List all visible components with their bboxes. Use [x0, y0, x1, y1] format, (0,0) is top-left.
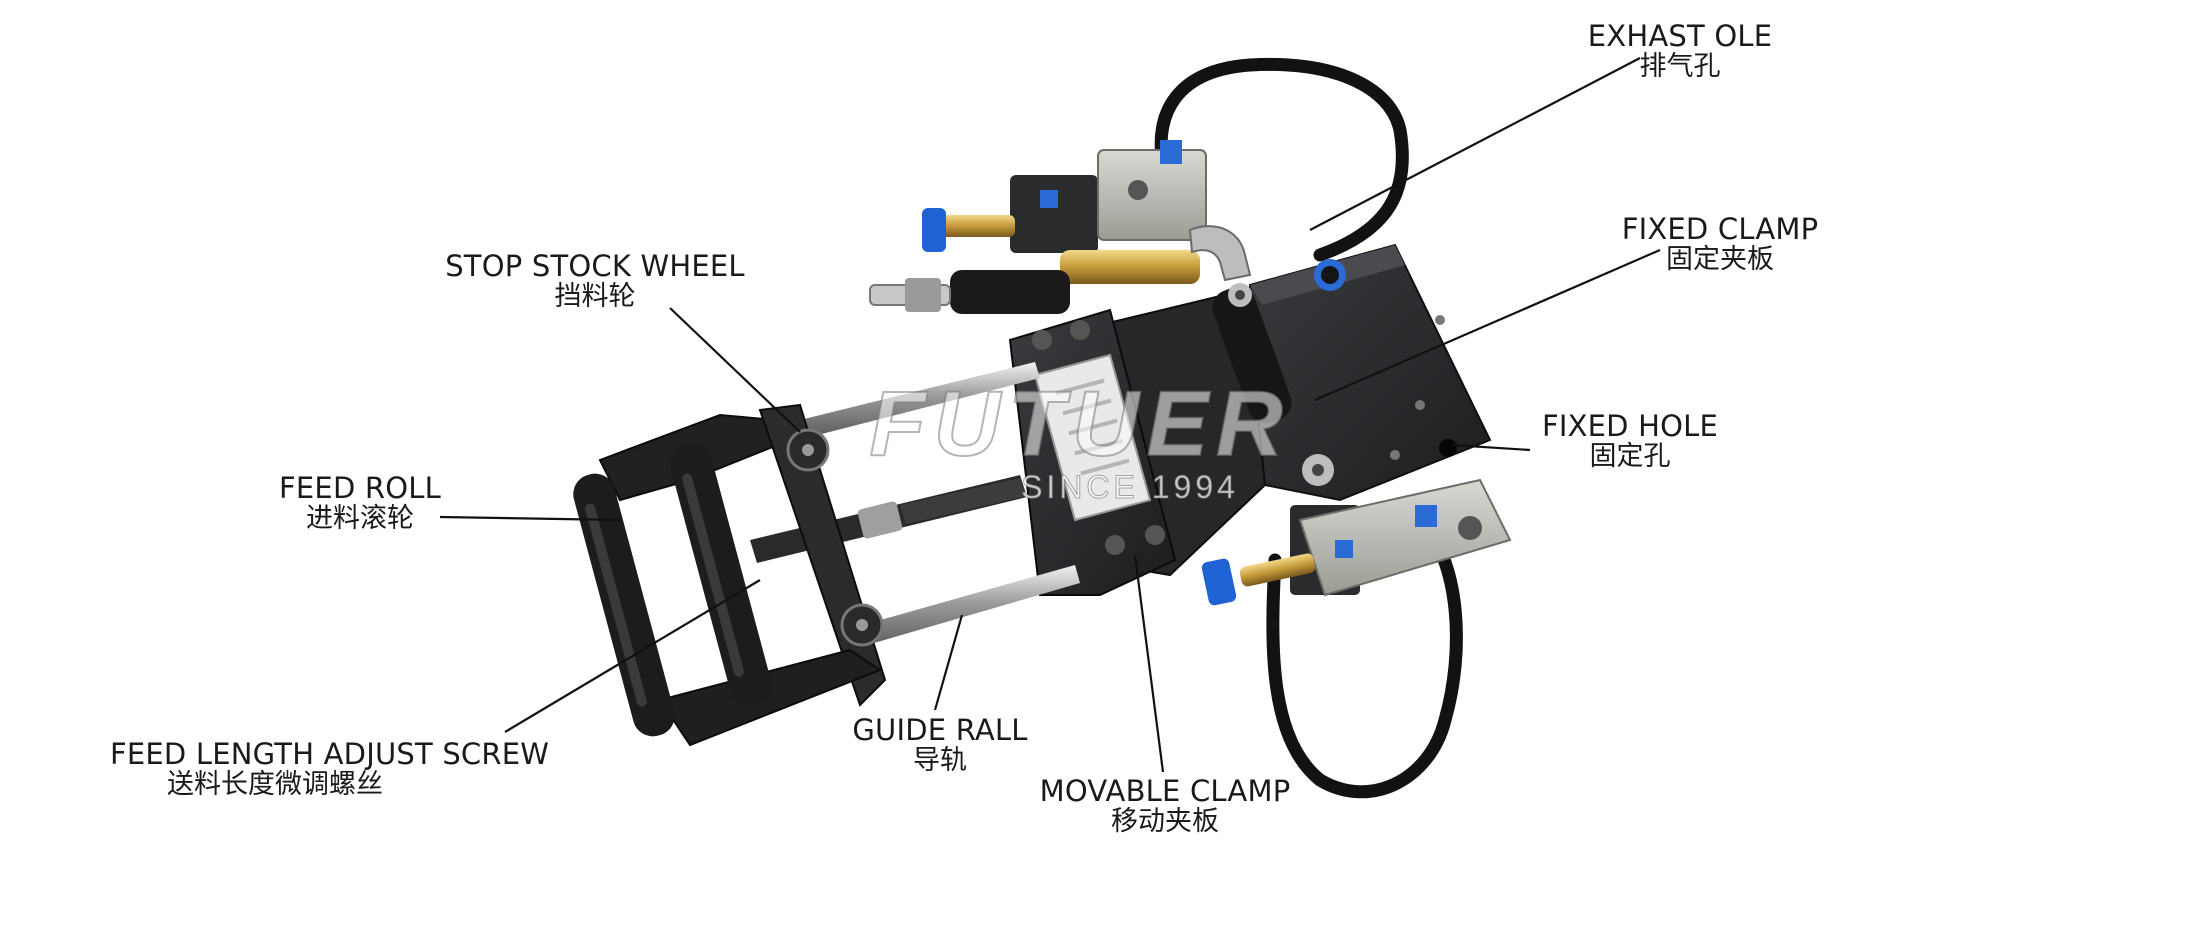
leader-feed-length-adjust-screw: [504, 579, 761, 733]
callout-stop-stock-wheel-en: STOP STOCK WHEEL: [445, 249, 745, 283]
callout-guide-rall: GUIDE RALL 导轨: [840, 714, 1040, 777]
callout-fixed-clamp: FIXED CLAMP 固定夹板: [1600, 213, 1840, 276]
stop-stock-wheel-bottom: [840, 603, 884, 647]
nameplate: [1033, 353, 1152, 522]
guide-rod-upper: [800, 362, 1040, 438]
callout-stop-stock-wheel: STOP STOCK WHEEL 挡料轮: [440, 250, 750, 313]
leader-guide-rall: [933, 614, 964, 711]
callout-exhaust-hole-zh: 排气孔: [1639, 51, 1721, 83]
callout-movable-clamp-zh: 移动夹板: [1111, 806, 1219, 838]
feed-roll-right: [670, 443, 772, 707]
callout-feed-roll: FEED ROLL 进料滚轮: [270, 472, 450, 535]
watermark: FUTUER SINCE 1994: [868, 372, 1290, 506]
leader-fixed-hole: [1451, 443, 1531, 452]
callout-guide-rall-en: GUIDE RALL: [852, 713, 1028, 747]
stop-stock-wheel-top: [786, 428, 830, 472]
guide-rod-lower: [845, 565, 1080, 650]
leader-fixed-clamp: [1314, 248, 1661, 402]
callout-exhaust-hole-en: EXHAST OLE: [1587, 19, 1773, 53]
top-solenoid-valve: [869, 140, 1252, 314]
front-frame: [573, 403, 887, 747]
callout-guide-rall-zh: 导轨: [913, 745, 967, 777]
callout-exhaust-hole: EXHAST OLE 排气孔: [1580, 20, 1780, 83]
callout-movable-clamp: MOVABLE CLAMP 移动夹板: [1030, 775, 1300, 838]
air-hose-bottom: [1266, 513, 1463, 799]
callout-feed-length-adjust-screw-en: FEED LENGTH ADJUST SCREW: [110, 737, 550, 771]
callout-fixed-hole-zh: 固定孔: [1589, 441, 1671, 473]
callout-feed-length-adjust-screw-zh: 送料长度微调螺丝: [167, 769, 383, 801]
feed-roll-left: [573, 473, 675, 737]
watermark-since: SINCE 1994: [1021, 469, 1239, 505]
callout-fixed-clamp-en: FIXED CLAMP: [1621, 212, 1819, 246]
leader-feed-roll: [439, 515, 621, 522]
air-hose-top: [1154, 57, 1409, 262]
watermark-brand: FUTUER: [869, 373, 1290, 475]
leader-stop-stock-wheel: [669, 307, 801, 433]
callout-feed-length-adjust-screw: FEED LENGTH ADJUST SCREW 送料长度微调螺丝: [110, 737, 550, 801]
callout-feed-roll-zh: 进料滚轮: [306, 503, 414, 535]
leader-movable-clamp: [1133, 554, 1165, 773]
callout-fixed-hole: FIXED HOLE 固定孔: [1530, 410, 1730, 473]
callout-movable-clamp-en: MOVABLE CLAMP: [1039, 774, 1291, 808]
leader-exhaust-hole: [1309, 57, 1641, 231]
callout-feed-roll-en: FEED ROLL: [279, 471, 441, 505]
callout-fixed-hole-en: FIXED HOLE: [1541, 409, 1719, 443]
machine-illustration: [573, 57, 1512, 799]
bottom-solenoid-valve: [1201, 478, 1512, 606]
callout-fixed-clamp-zh: 固定夹板: [1666, 244, 1774, 276]
leader-lines: [439, 57, 1661, 773]
callout-stop-stock-wheel-zh: 挡料轮: [554, 281, 636, 313]
